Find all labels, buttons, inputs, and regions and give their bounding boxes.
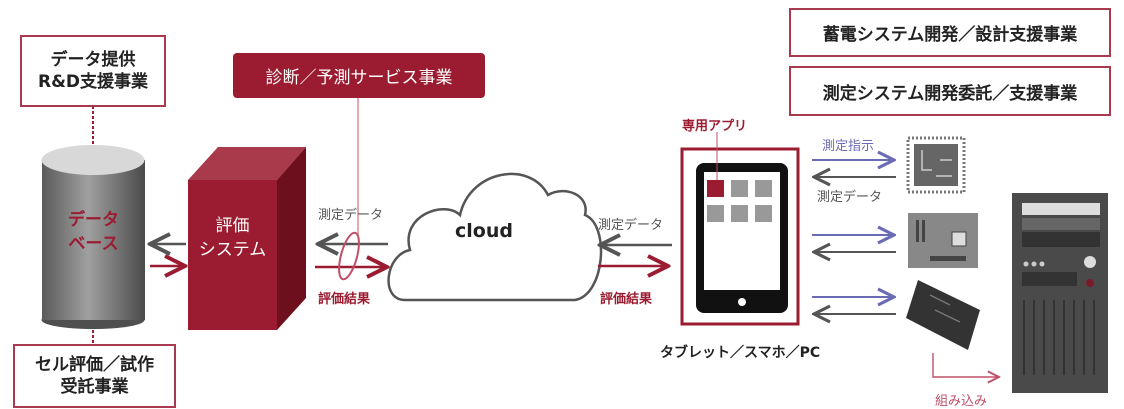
database-line1: データ xyxy=(68,210,119,230)
eval-system-line1: 評価 xyxy=(215,216,250,236)
cloud-icon xyxy=(387,172,603,302)
embed-arrow xyxy=(932,353,999,377)
storage-system-box: 蓄電システム開発／設計支援事業 xyxy=(789,8,1111,57)
app-tile-icon xyxy=(707,180,724,197)
cloud-label: cloud xyxy=(455,220,513,242)
cell-eval-box: セル評価／試作 受託事業 xyxy=(13,344,176,408)
measure-data-label-right: 測定データ xyxy=(598,218,664,233)
measurement-system-box: 測定システム開発委託／支援事業 xyxy=(789,66,1111,116)
expansion-card-icon xyxy=(906,280,980,350)
data-provision-line2: R&D支援事業 xyxy=(37,72,149,92)
eval-system-label: 評価 システム xyxy=(188,214,277,262)
tablet-caption: タブレット／スマホ／PC xyxy=(660,345,821,361)
database-label: データ ベース xyxy=(42,208,145,256)
data-provision-box: データ提供 R&D支援事業 xyxy=(20,35,166,107)
app-label: 専用アプリ xyxy=(682,119,748,134)
eval-system-line2: システム xyxy=(198,240,267,260)
measure-data-label-left: 測定データ xyxy=(318,208,384,223)
data-provision-line1: データ提供 xyxy=(50,50,136,70)
service-box: 診断／予測サービス事業 xyxy=(233,53,485,98)
eval-system-box-icon xyxy=(188,147,306,330)
cell-eval-line1: セル評価／試作 xyxy=(35,355,154,375)
measure-data-label-device: 測定データ xyxy=(817,190,883,205)
tap-ellipse-icon xyxy=(338,231,360,281)
database-cylinder-icon xyxy=(41,145,145,329)
chip-icon xyxy=(906,136,966,194)
server-tower-icon xyxy=(1012,193,1108,393)
measure-instruction-label: 測定指示 xyxy=(822,139,875,154)
eval-result-label-left: 評価結果 xyxy=(318,292,371,307)
cell-eval-line2: 受託事業 xyxy=(60,377,129,397)
tablet-icon xyxy=(680,132,800,326)
circuit-board-icon xyxy=(908,213,978,268)
eval-result-label-right: 評価結果 xyxy=(600,292,653,307)
embed-label: 組み込み xyxy=(935,394,988,409)
database-line2: ベース xyxy=(68,234,119,254)
